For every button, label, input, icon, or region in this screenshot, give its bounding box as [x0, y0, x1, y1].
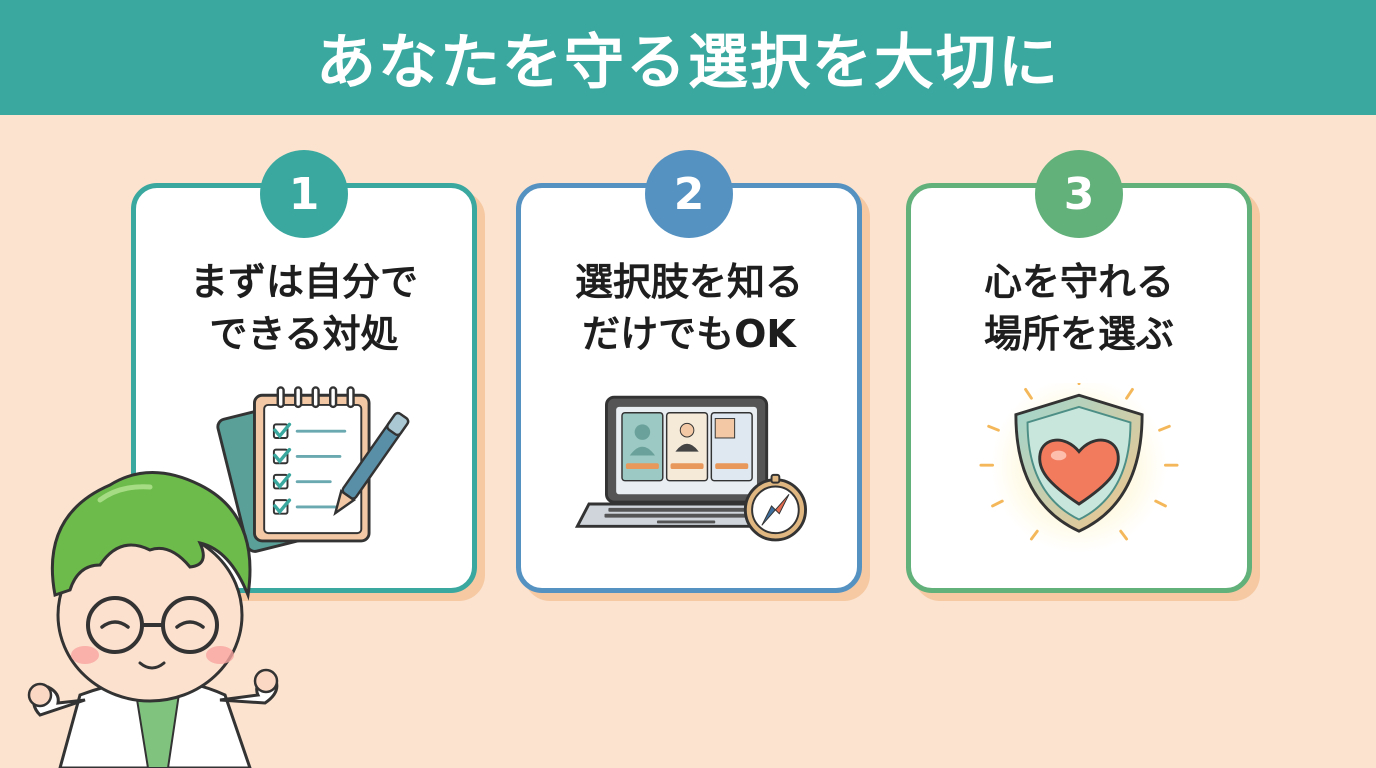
card-title: まずは自分で できる対処	[136, 256, 472, 360]
step-number-badge: 1	[260, 150, 348, 238]
card-title: 選択肢を知る だけでもOK	[521, 256, 857, 360]
card-title: 心を守れる 場所を選ぶ	[911, 256, 1247, 360]
card-title-line2: だけでもOK	[582, 312, 796, 356]
card-title-line2: できる対処	[209, 312, 399, 356]
card-title-line1: 心を守れる	[983, 260, 1174, 304]
step-number-badge: 3	[1035, 150, 1123, 238]
checklist-notepad-icon	[216, 386, 410, 553]
page-title: あなたを守る選択を大切に	[316, 28, 1060, 98]
step-number-badge: 2	[645, 150, 733, 238]
card-title-line1: 選択肢を知る	[574, 260, 803, 304]
card-choose-place: 3 心を守れる 場所を選ぶ	[906, 150, 1252, 593]
card-title-line1: まずは自分で	[189, 260, 418, 304]
header-banner: あなたを守る選択を大切に	[0, 0, 1376, 115]
doctor-mascot-icon	[27, 471, 279, 768]
laptop-compass-icon	[574, 395, 807, 542]
card-know-options: 2 選択肢を知る だけでもOK	[516, 150, 862, 593]
card-title-line2: 場所を選ぶ	[983, 312, 1174, 356]
heart-shield-icon	[979, 383, 1179, 553]
card-self-care: 1 まずは自分で できる対処	[131, 150, 477, 593]
